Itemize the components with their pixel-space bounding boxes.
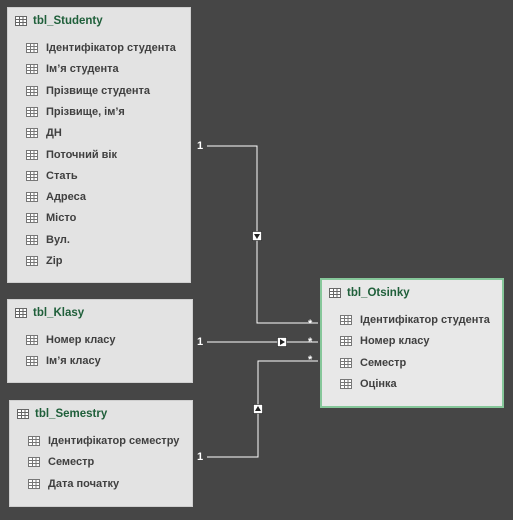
table-name: tbl_Semestry [35,408,108,420]
table-icon [17,409,29,419]
field-label: Дата початку [48,477,120,490]
field-label: Оцінка [360,377,397,390]
field-label: Прізвище студента [46,84,151,97]
field-label: Семестр [360,356,407,369]
field-icon [26,213,38,224]
table-icon [329,288,341,298]
field-row[interactable]: Дата початку [28,476,119,492]
field-label: Ідентифікатор семестру [48,435,180,447]
field-row[interactable]: Ім’я студента [26,61,119,77]
field-icon [28,478,40,489]
field-icon [26,106,38,117]
field-row[interactable]: Адреса [26,189,86,205]
field-row[interactable]: Ідентифікатор студента [26,40,176,56]
field-label: Стать [46,169,78,182]
table-name: tbl_Klasy [33,307,85,319]
field-row[interactable]: Zip [26,253,63,269]
field-row[interactable]: Семестр [340,355,406,371]
field-label: Адреса [46,191,86,204]
field-label: Ім’я студента [46,63,119,76]
field-label: Семестр [48,456,95,469]
field-row[interactable]: ДН [26,125,62,141]
field-row[interactable]: Вул. [26,232,70,248]
field-icon [26,170,38,181]
table-header[interactable]: tbl_Semestry [17,406,107,422]
field-row[interactable]: Стать [26,168,78,184]
field-icon [340,336,352,347]
table-header[interactable]: tbl_Studenty [15,13,103,29]
field-icon [26,43,38,53]
table-name: tbl_Otsinky [347,287,410,299]
field-label: Ім’я класу [46,355,101,368]
table-header[interactable]: tbl_Klasy [15,305,84,321]
table-icon [15,308,27,318]
field-icon [28,436,40,446]
field-label: Ідентифікатор студента [46,42,176,54]
one-label-klasy: 1 [197,336,204,348]
field-row[interactable]: Оцінка [340,376,397,392]
field-row[interactable]: Номер класу [26,332,116,348]
field-label: Поточний вік [46,148,117,161]
field-row[interactable]: Прізвище студента [26,83,150,99]
table-icon [15,16,27,26]
field-icon [26,356,38,367]
arrow-up-icon [253,404,263,414]
field-row[interactable]: Ідентифікатор семестру [28,433,179,449]
field-icon [26,335,38,345]
field-icon [26,149,38,160]
field-icon [340,357,352,368]
field-row[interactable]: Семестр [28,454,94,470]
many-label-studenty: * [308,318,313,330]
field-label: Ідентифікатор студента [360,314,490,326]
field-icon [26,128,38,139]
relationship-line-studenty-otsinky[interactable] [207,145,318,324]
arrow-down-icon [252,231,262,241]
field-row[interactable]: Ідентифікатор студента [340,312,490,328]
field-icon [26,192,38,203]
field-row[interactable]: Номер класу [340,333,430,349]
field-label: ДН [46,127,62,140]
one-label-semestry: 1 [197,451,204,463]
field-label: Місто [46,212,77,225]
field-row[interactable]: Ім’я класу [26,353,101,369]
field-icon [26,64,38,75]
field-label: Номер класу [360,335,430,348]
field-icon [26,256,38,266]
field-row[interactable]: Місто [26,210,76,226]
field-label: Прізвище, ім’я [46,105,125,118]
one-label-studenty: 1 [197,140,204,152]
table-name: tbl_Studenty [33,15,103,27]
field-icon [340,378,352,389]
arrow-right-icon [277,337,287,347]
field-row[interactable]: Прізвище, ім’я [26,104,125,120]
many-label-klasy: * [308,336,313,348]
field-icon [26,85,38,96]
many-label-semestry: * [308,354,313,366]
field-label: Zip [46,255,63,267]
field-label: Вул. [46,233,70,246]
table-header[interactable]: tbl_Otsinky [329,285,410,301]
field-label: Номер класу [46,334,116,346]
field-icon [340,315,352,325]
field-icon [28,457,40,468]
field-row[interactable]: Поточний вік [26,147,117,163]
field-icon [26,234,38,245]
